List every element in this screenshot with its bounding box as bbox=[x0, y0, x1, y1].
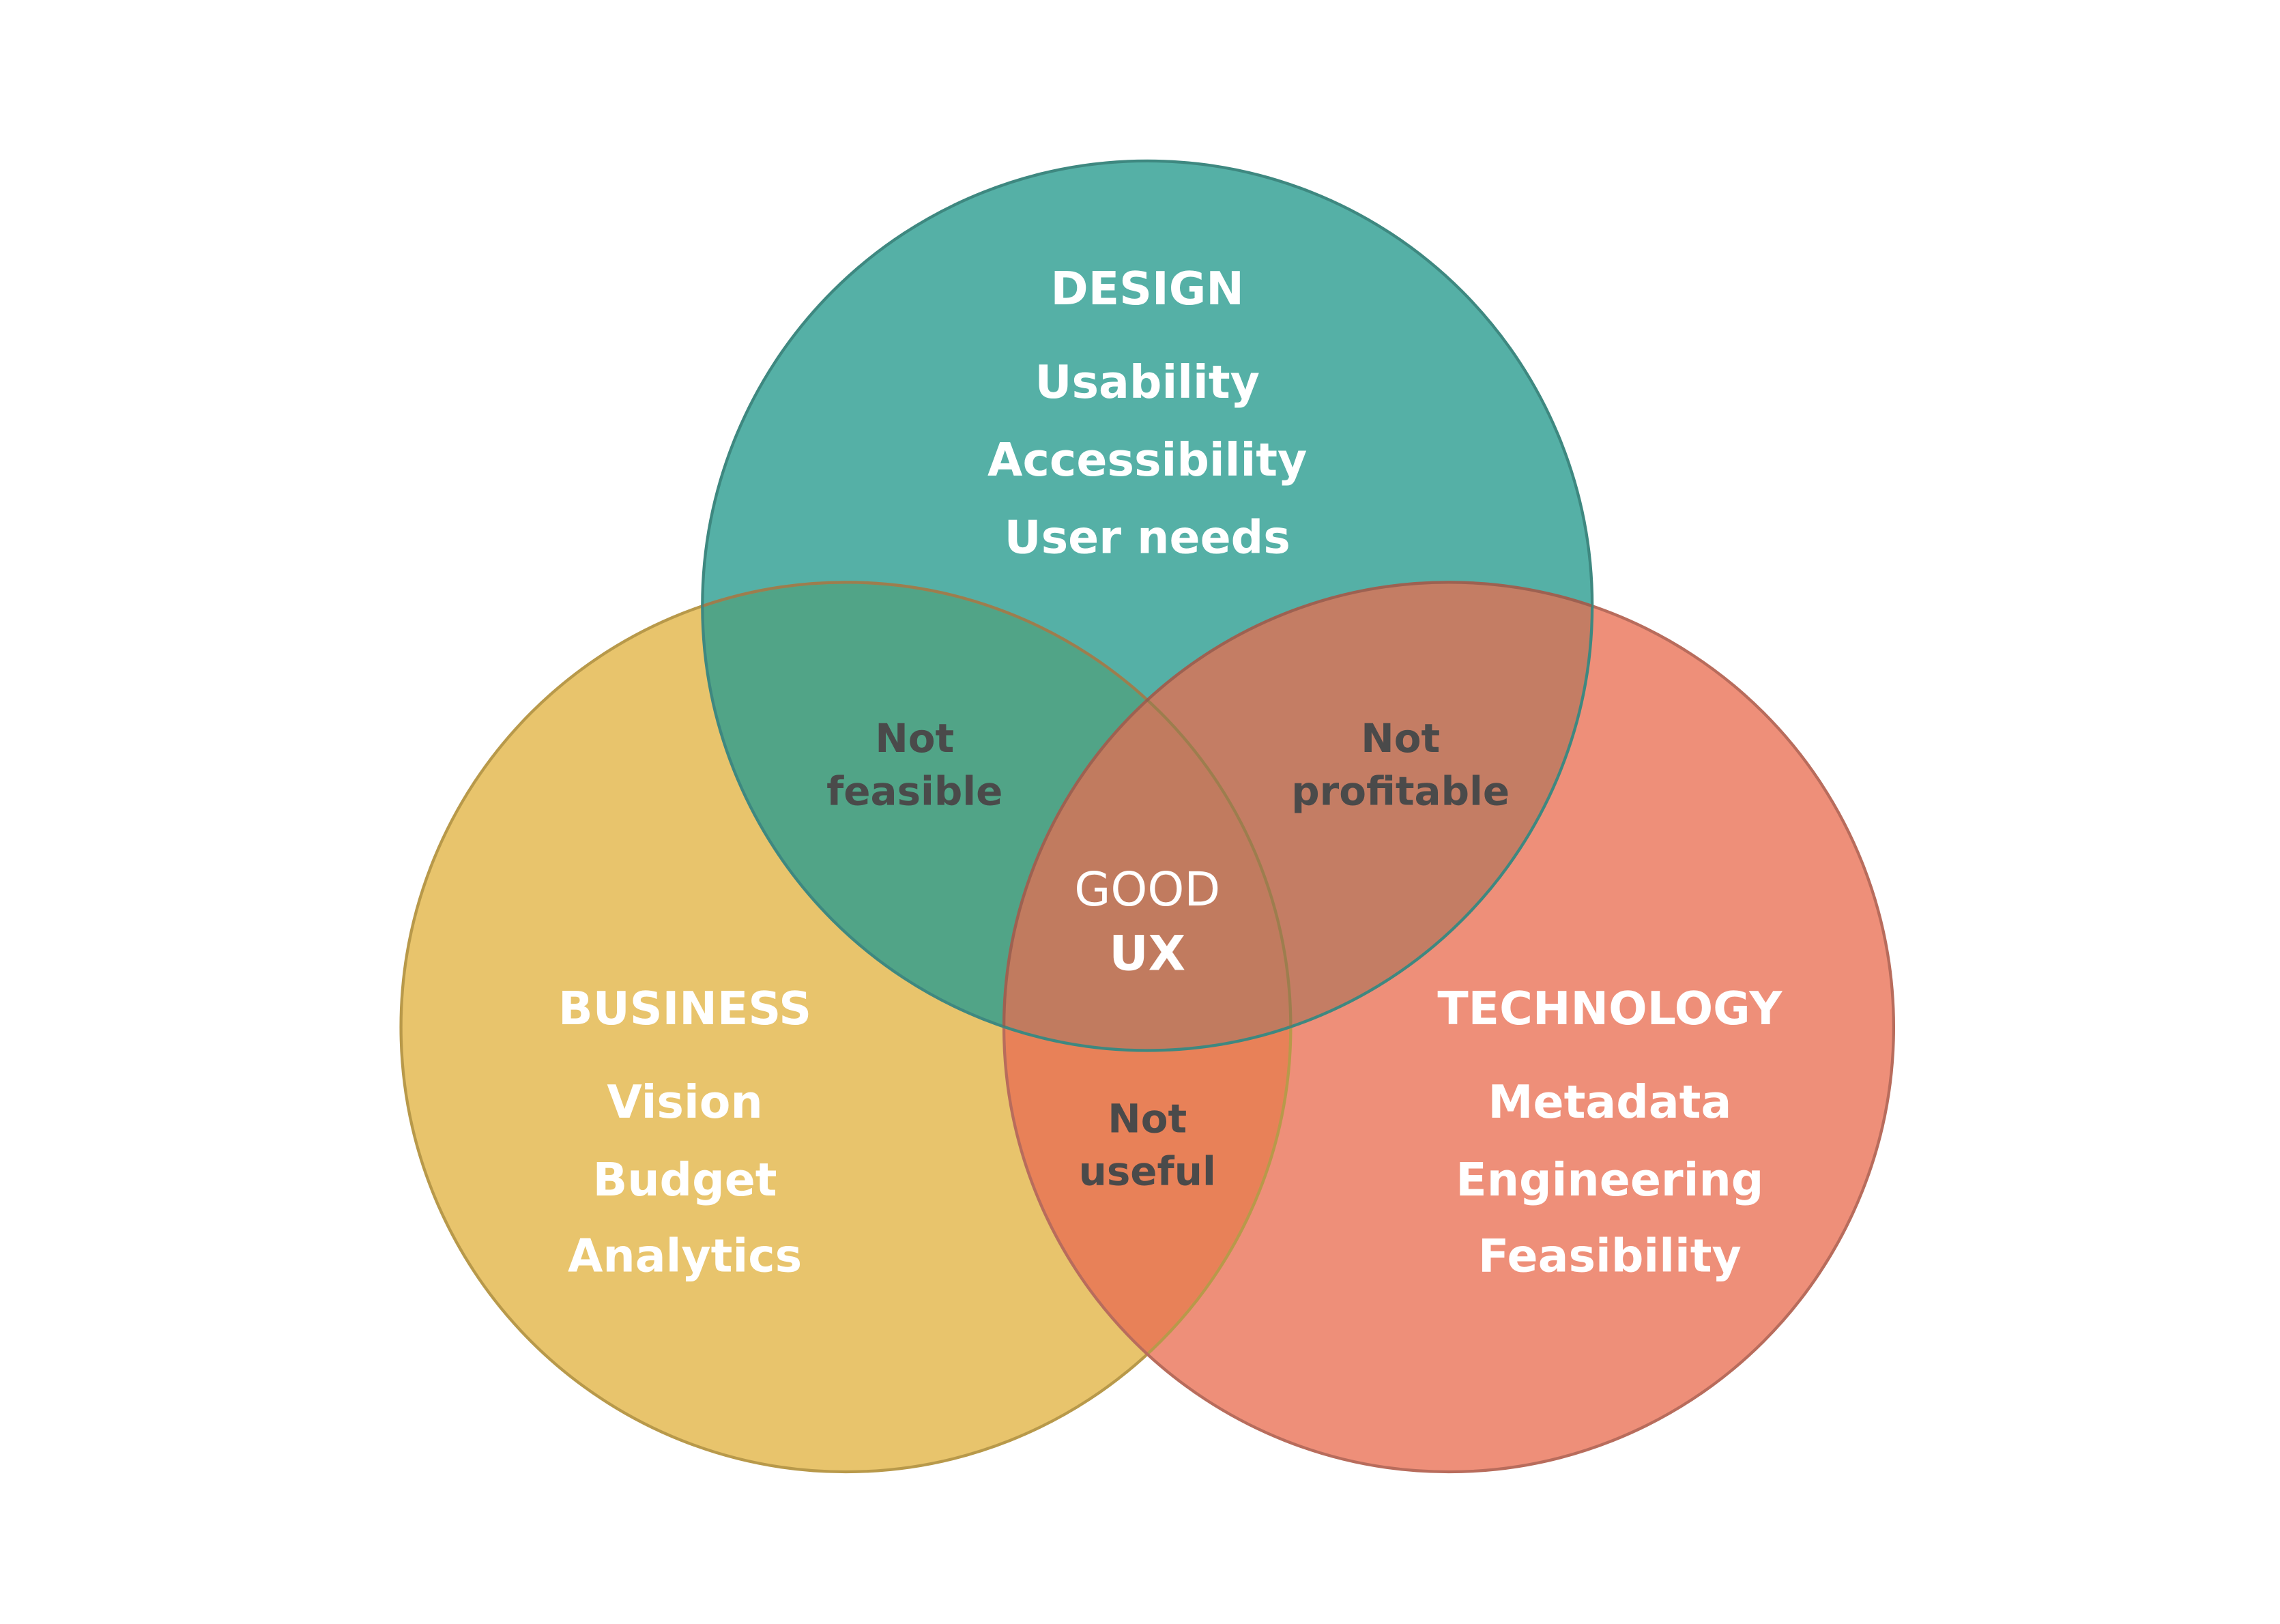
business-item-analytics: Analytics bbox=[568, 1229, 802, 1282]
design-title: DESIGN bbox=[1051, 262, 1244, 315]
business-item-budget: Budget bbox=[593, 1153, 777, 1206]
design-item-accessibility: Accessibility bbox=[987, 433, 1307, 487]
label-not-useful-line1: Not bbox=[1108, 1096, 1187, 1142]
technology-item-metadata: Metadata bbox=[1488, 1075, 1731, 1129]
label-not-profitable-line2: profitable bbox=[1291, 768, 1510, 814]
design-item-usability: Usability bbox=[1035, 356, 1259, 409]
design-item-user-needs: User needs bbox=[1005, 510, 1290, 564]
label-not-useful-line2: useful bbox=[1079, 1148, 1216, 1195]
technology-title: TECHNOLOGY bbox=[1437, 982, 1783, 1035]
label-ux: UX bbox=[1109, 925, 1185, 982]
technology-item-feasibility: Feasibility bbox=[1478, 1229, 1742, 1282]
business-title: BUSINESS bbox=[558, 982, 811, 1035]
label-not-feasible-line1: Not bbox=[875, 715, 954, 762]
label-not-profitable-line1: Not bbox=[1361, 715, 1440, 762]
business-item-vision: Vision bbox=[607, 1075, 762, 1129]
label-not-feasible-line2: feasible bbox=[826, 768, 1002, 814]
label-good: GOOD bbox=[1074, 862, 1220, 917]
technology-item-engineering: Engineering bbox=[1456, 1153, 1763, 1206]
